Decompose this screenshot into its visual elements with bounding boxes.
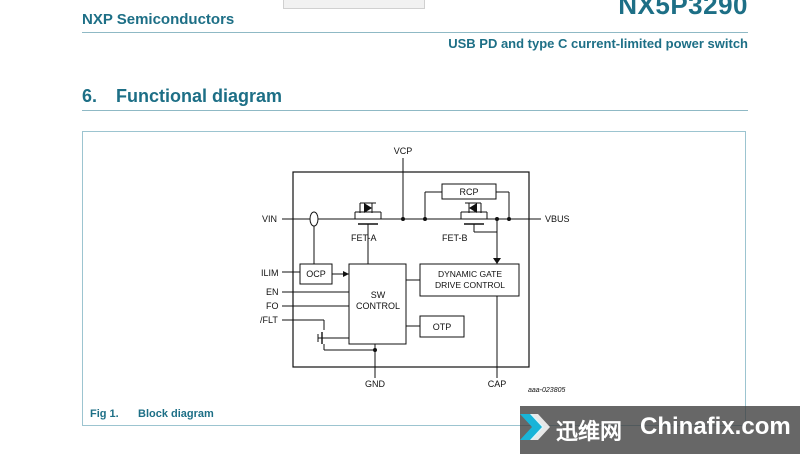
- part-number: NX5P3290: [618, 0, 748, 20]
- fet-a-transistor-icon: [354, 202, 382, 264]
- watermark-cn-text: 迅维网: [556, 420, 623, 445]
- browser-tab-fragment: [283, 0, 425, 9]
- dgdc-label-1: DYNAMIC GATE: [438, 269, 502, 279]
- pin-cap: CAP: [488, 379, 507, 389]
- figure-code: aaa-023805: [528, 387, 565, 394]
- watermark-logo-icon: [520, 414, 550, 440]
- otp-label: OTP: [433, 322, 452, 332]
- watermark-en-text: Chinafix.com: [640, 413, 791, 440]
- pin-flt: /FLT: [260, 315, 278, 325]
- ocp-label: OCP: [306, 269, 326, 279]
- document-subtitle: USB PD and type C current-limited power …: [448, 36, 748, 51]
- pin-vin: VIN: [262, 214, 277, 224]
- dgdc-label-2: DRIVE CONTROL: [435, 280, 505, 290]
- figure-caption: Fig 1. Block diagram: [90, 408, 214, 420]
- header-rule: [82, 32, 748, 33]
- figure-number: Fig 1.: [90, 408, 119, 420]
- chip-outline: [292, 171, 530, 368]
- fet-b-transistor-icon: [460, 202, 501, 264]
- fet-a-label: FET-A: [351, 233, 377, 243]
- figure-caption-text: Block diagram: [138, 408, 214, 420]
- watermark-banner: [520, 406, 800, 454]
- dynamic-gate-drive-block: [419, 263, 520, 297]
- fet-b-label: FET-B: [442, 233, 468, 243]
- rcp-label: RCP: [459, 187, 478, 197]
- section-rule: [82, 110, 748, 111]
- section-number: 6.: [82, 86, 98, 106]
- pin-gnd: GND: [365, 379, 386, 389]
- section-heading: 6. Functional diagram: [82, 86, 282, 107]
- pin-en: EN: [266, 287, 279, 297]
- section-title: Functional diagram: [116, 86, 283, 106]
- pin-vbus: VBUS: [545, 214, 570, 224]
- sw-control-label-2: CONTROL: [356, 301, 400, 311]
- pin-vcp: VCP: [394, 146, 413, 156]
- pin-fo: FO: [266, 301, 279, 311]
- sw-control-label-1: SW: [371, 290, 386, 300]
- current-sense-icon: [309, 211, 319, 227]
- sw-control-block: [348, 263, 407, 345]
- company-name: NXP Semiconductors: [82, 11, 235, 28]
- figure-frame: [82, 131, 746, 426]
- pin-ilim: ILIM: [261, 268, 279, 278]
